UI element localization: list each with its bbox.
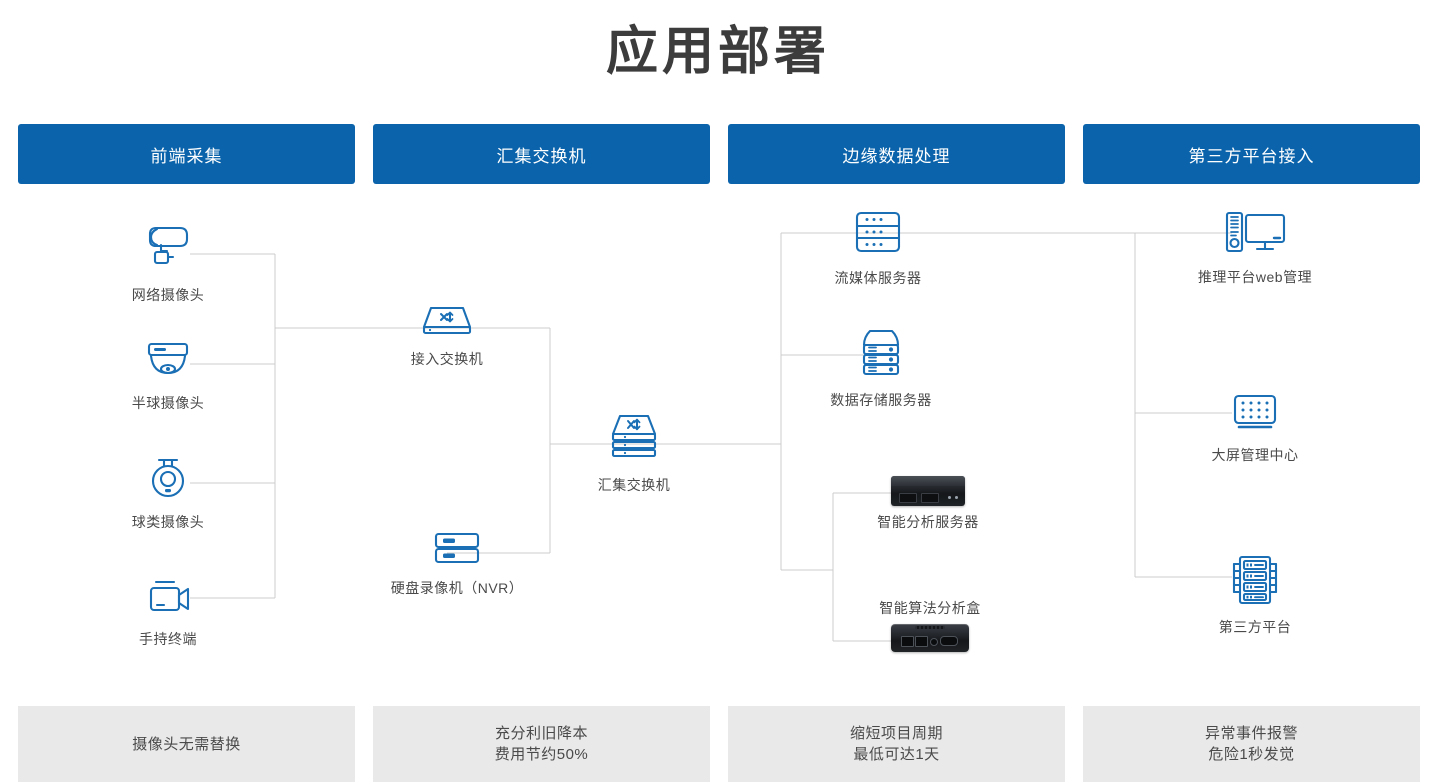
video-wall-icon bbox=[1185, 390, 1325, 439]
node-label: 流媒体服务器 bbox=[834, 270, 922, 286]
footer-line: 危险1秒发觉 bbox=[1208, 746, 1295, 763]
node-label: 智能分析服务器 bbox=[877, 514, 979, 530]
node-label: 数据存储服务器 bbox=[830, 392, 932, 408]
stacked-switch-icon bbox=[564, 412, 704, 469]
node-third-party-platform[interactable]: 第三方平台 bbox=[1185, 554, 1325, 637]
node-handheld-terminal[interactable]: 手持终端 bbox=[98, 578, 238, 649]
node-streaming-server[interactable]: 流媒体服务器 bbox=[808, 209, 948, 288]
column-header-front-end-collection[interactable]: 前端采集 bbox=[18, 124, 355, 184]
node-inference-platform-web[interactable]: 推理平台web管理 bbox=[1185, 208, 1325, 287]
footer-benefit-front-end: 摄像头无需替换 bbox=[18, 706, 355, 782]
footer-benefit-switch: 充分利旧降本 费用节约50% bbox=[373, 706, 710, 782]
algorithm-box-photo bbox=[860, 624, 1000, 652]
column-header-aggregation-switch[interactable]: 汇集交换机 bbox=[373, 124, 710, 184]
node-access-switch[interactable]: 接入交换机 bbox=[377, 302, 517, 369]
column-header-third-party-access[interactable]: 第三方平台接入 bbox=[1083, 124, 1420, 184]
node-ai-algorithm-box[interactable]: 智能算法分析盒 bbox=[860, 598, 1000, 652]
page-title: 应用部署 bbox=[605, 23, 830, 81]
rack-server-photo bbox=[858, 476, 998, 506]
storage-server-icon bbox=[811, 327, 951, 384]
footer-benefit-third-party: 异常事件报警 危险1秒发觉 bbox=[1083, 706, 1420, 782]
footer-line: 最低可达1天 bbox=[853, 746, 940, 763]
node-aggregation-switch[interactable]: 汇集交换机 bbox=[564, 412, 704, 495]
node-network-camera[interactable]: 网络摄像头 bbox=[98, 224, 238, 305]
footer-line: 费用节约50% bbox=[494, 746, 589, 763]
server-rack-icon bbox=[1185, 554, 1325, 611]
footer-line: 充分利旧降本 bbox=[494, 725, 588, 742]
node-label: 大屏管理中心 bbox=[1211, 447, 1299, 463]
node-dome-camera[interactable]: 半球摄像头 bbox=[98, 340, 238, 413]
node-label: 接入交换机 bbox=[410, 351, 484, 367]
desktop-pc-icon bbox=[1185, 208, 1325, 261]
node-label: 网络摄像头 bbox=[131, 287, 205, 303]
node-storage-server[interactable]: 数据存储服务器 bbox=[811, 327, 951, 410]
node-label: 硬盘录像机（NVR） bbox=[390, 580, 524, 596]
node-video-wall-center[interactable]: 大屏管理中心 bbox=[1185, 390, 1325, 465]
node-label: 球类摄像头 bbox=[131, 514, 205, 530]
footer-benefit-edge: 缩短项目周期 最低可达1天 bbox=[728, 706, 1065, 782]
network-switch-icon bbox=[377, 302, 517, 343]
ptz-camera-icon bbox=[98, 455, 238, 506]
footer-line: 异常事件报警 bbox=[1204, 725, 1298, 742]
node-label: 汇集交换机 bbox=[597, 477, 671, 493]
footer-line: 缩短项目周期 bbox=[849, 725, 943, 742]
bullet-camera-icon bbox=[98, 224, 238, 279]
node-nvr-recorder[interactable]: 硬盘录像机（NVR） bbox=[377, 529, 537, 598]
node-ptz-camera[interactable]: 球类摄像头 bbox=[98, 455, 238, 532]
node-label: 第三方平台 bbox=[1218, 619, 1292, 635]
handheld-camcorder-icon bbox=[98, 578, 238, 623]
dome-camera-icon bbox=[98, 340, 238, 387]
node-label: 智能算法分析盒 bbox=[879, 600, 981, 616]
streaming-server-icon bbox=[808, 209, 948, 262]
column-header-edge-data-processing[interactable]: 边缘数据处理 bbox=[728, 124, 1065, 184]
node-label: 推理平台web管理 bbox=[1197, 269, 1313, 285]
nvr-recorder-icon bbox=[377, 529, 537, 572]
node-ai-analysis-server[interactable]: 智能分析服务器 bbox=[858, 476, 998, 532]
node-label: 半球摄像头 bbox=[131, 395, 205, 411]
footer-line: 摄像头无需替换 bbox=[132, 735, 241, 753]
node-label: 手持终端 bbox=[139, 631, 197, 647]
